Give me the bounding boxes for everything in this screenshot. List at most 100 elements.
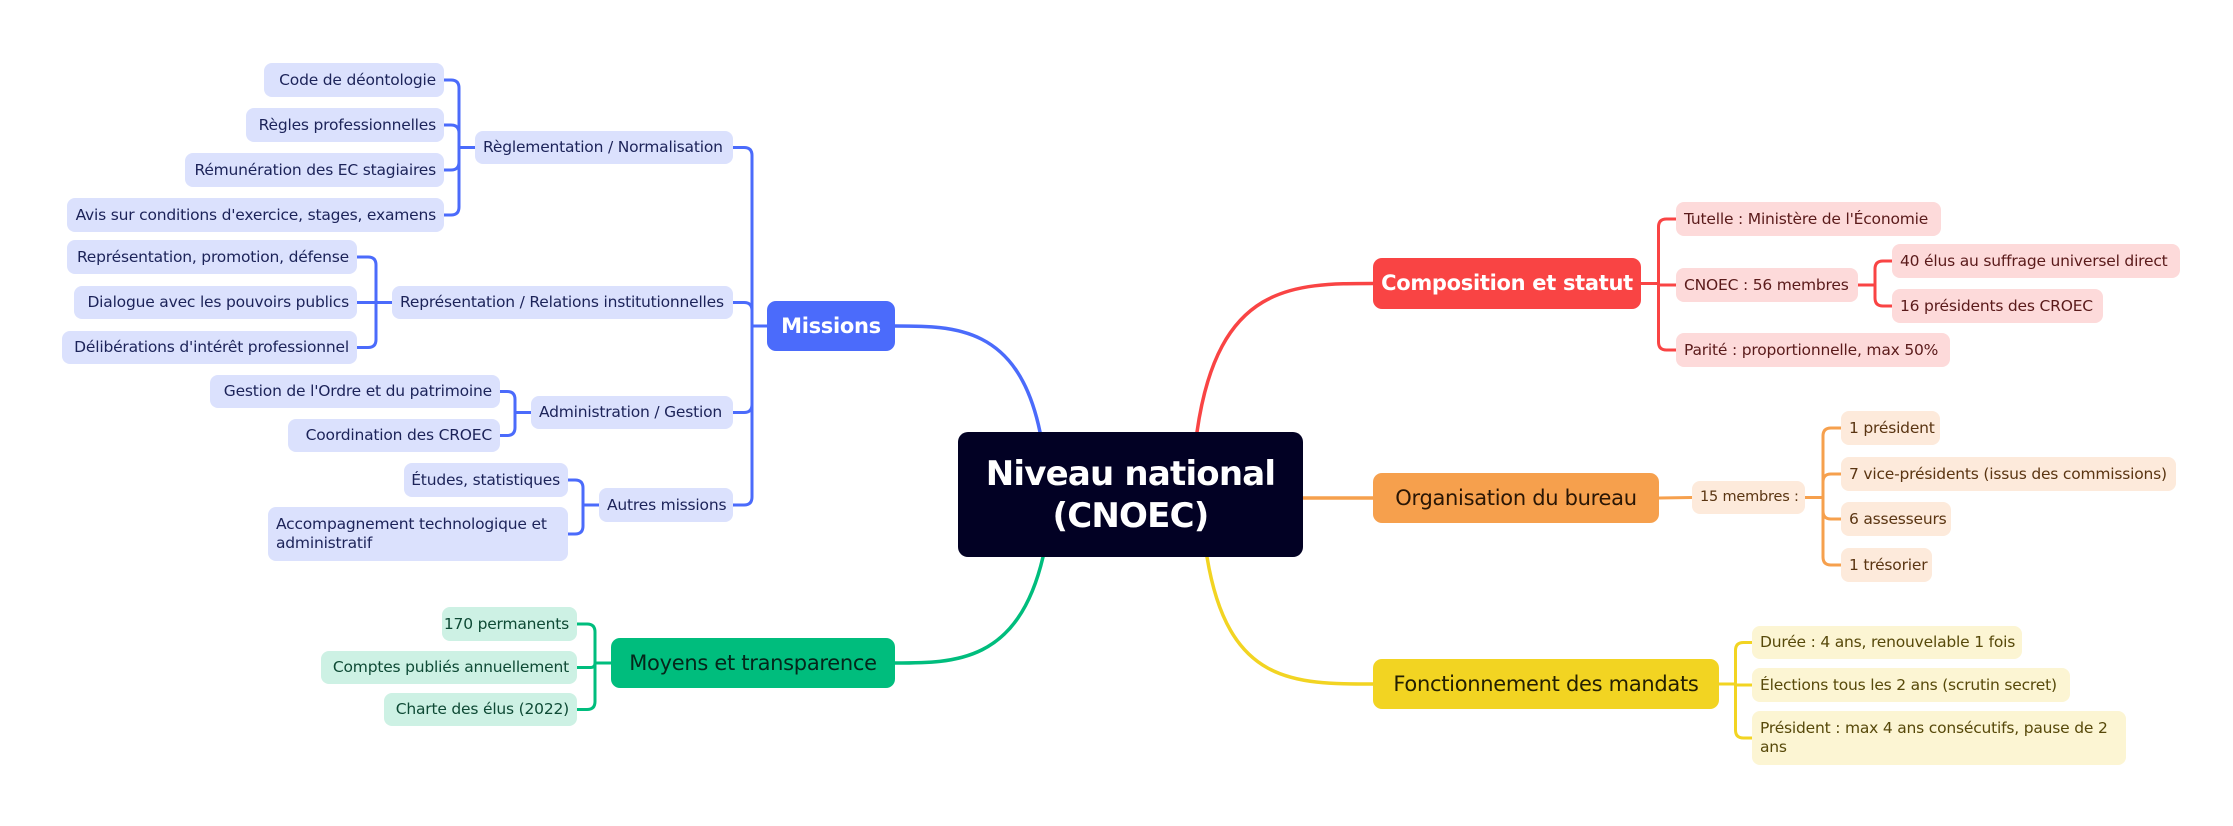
connector-n-org-m <box>1657 496 1694 500</box>
leaf-label: Comptes publiés annuellement <box>332 658 569 676</box>
topic-composition-statut[interactable]: Composition et statut <box>1373 258 1641 309</box>
leaf-dialogue-pouvoirs[interactable]: Dialogue avec les pouvoirs publics <box>74 286 357 319</box>
leaf-gestion-ordre[interactable]: Gestion de l'Ordre et du patrimoine <box>210 375 500 408</box>
leaf-permanents[interactable]: 170 permanents <box>442 607 577 641</box>
leaf-label: Accompagnement technologique et administ… <box>276 515 547 552</box>
connector-n-fon-3 <box>1717 682 1754 740</box>
leaf-label: Gestion de l'Ordre et du patrimoine <box>223 382 492 400</box>
connector-n-moy-3 <box>575 661 613 711</box>
leaf-etudes-statistiques[interactable]: Études, statistiques <box>404 463 568 497</box>
connector-n-aut-1 <box>566 478 601 507</box>
connector-n-rep-3 <box>355 301 394 349</box>
connector-n-aut-2 <box>566 503 601 536</box>
leaf-duree[interactable]: Durée : 4 ans, renouvelable 1 fois <box>1752 626 2022 659</box>
subtopic-label: Représentation / Relations institutionne… <box>400 293 724 311</box>
leaf-label: Avis sur conditions d'exercice, stages, … <box>75 205 437 224</box>
connector-n-rep <box>731 301 769 328</box>
subtopic-label: Autres missions <box>607 495 727 514</box>
branch-composition-line <box>1195 281 1375 434</box>
connector-n-adm-1 <box>498 390 533 414</box>
connector-n-adm <box>731 324 769 414</box>
leaf-elections[interactable]: Élections tous les 2 ans (scrutin secret… <box>1752 668 2070 702</box>
topic-missions-label: Missions <box>781 313 881 338</box>
central-topic[interactable]: Niveau national (CNOEC) <box>958 432 1303 557</box>
leaf-label: Élections tous les 2 ans (scrutin secret… <box>1760 675 2057 694</box>
branch-moyens-line <box>893 555 1045 665</box>
connector-n-comp-1 <box>1639 217 1678 285</box>
leaf-label: Charte des élus (2022) <box>395 700 569 718</box>
leaf-president[interactable]: 1 président <box>1841 411 1940 445</box>
topic-fonctionnement-mandats[interactable]: Fonctionnement des mandats <box>1373 659 1719 709</box>
leaf-label: Parité : proportionnelle, max 50% <box>1684 340 1939 359</box>
leaf-tutelle[interactable]: Tutelle : Ministère de l'Économie <box>1676 202 1941 236</box>
leaf-label: Président : max 4 ans consécutifs, pause… <box>1760 719 2108 756</box>
subtopic-representation[interactable]: Représentation / Relations institutionne… <box>392 286 733 319</box>
subtopic-cnoec-membres[interactable]: CNOEC : 56 membres <box>1676 268 1858 302</box>
leaf-president-mandat[interactable]: Président : max 4 ans consécutifs, pause… <box>1752 711 2126 765</box>
connector-n-rep-1 <box>355 255 394 304</box>
leaf-code-deontologie[interactable]: Code de déontologie <box>264 63 444 97</box>
leaf-representation-promotion[interactable]: Représentation, promotion, défense <box>67 240 357 274</box>
leaf-label: Règles professionnelles <box>258 115 437 134</box>
leaf-label: 7 vice-présidents (issus des commissions… <box>1849 464 2167 483</box>
topic-label: Moyens et transparence <box>629 650 877 675</box>
leaf-coordination-croec[interactable]: Coordination des CROEC <box>288 419 500 452</box>
leaf-vice-presidents[interactable]: 7 vice-présidents (issus des commissions… <box>1841 457 2176 491</box>
leaf-accompagnement[interactable]: Accompagnement technologique et administ… <box>268 507 568 561</box>
connector-n-org-2 <box>1803 472 1843 499</box>
connector-n-reg-1 <box>442 78 477 149</box>
leaf-label: 1 président <box>1849 418 1935 437</box>
connector-n-comp-3 <box>1639 282 1678 352</box>
leaf-label: Dialogue avec les pouvoirs publics <box>87 293 349 311</box>
connector-n-moy-1 <box>575 622 613 665</box>
connector-n-reg-4 <box>442 146 477 217</box>
topic-label: Organisation du bureau <box>1395 485 1637 510</box>
leaf-presidents-croec[interactable]: 16 présidents des CROEC <box>1892 289 2103 323</box>
topic-organisation-bureau[interactable]: Organisation du bureau <box>1373 473 1659 523</box>
connector-n-org-4 <box>1803 496 1843 567</box>
connector-n-comp-2b <box>1856 283 1894 308</box>
connector-n-fon-2 <box>1717 682 1754 687</box>
leaf-label: 1 trésorier <box>1849 555 1928 574</box>
connector-n-reg-2 <box>442 123 477 149</box>
subtopic-autres-missions[interactable]: Autres missions <box>599 488 733 522</box>
leaf-assesseurs[interactable]: 6 assesseurs <box>1841 502 1951 536</box>
leaf-label: Représentation, promotion, défense <box>76 247 349 266</box>
subtopic-administration[interactable]: Administration / Gestion <box>531 396 733 429</box>
topic-missions[interactable]: Missions <box>767 301 895 351</box>
leaf-label: Rémunération des EC stagiaires <box>194 160 436 179</box>
central-topic-line-1: Niveau national <box>985 453 1276 494</box>
connector-n-org-1 <box>1803 426 1843 499</box>
leaf-regles-professionnelles[interactable]: Règles professionnelles <box>246 108 444 142</box>
leaf-remuneration-stagiaires[interactable]: Rémunération des EC stagiaires <box>185 153 444 187</box>
leaf-tresorier[interactable]: 1 trésorier <box>1841 548 1932 582</box>
leaf-avis-conditions[interactable]: Avis sur conditions d'exercice, stages, … <box>67 198 444 232</box>
connector-n-moy-2 <box>575 661 613 669</box>
connector-n-aut <box>731 324 769 507</box>
subtopic-label: CNOEC : 56 membres <box>1684 275 1849 294</box>
subtopic-label: 15 membres : <box>1700 489 1799 505</box>
connector-n-reg-3 <box>442 146 477 172</box>
leaf-label: Études, statistiques <box>411 470 560 489</box>
leaf-label: 40 élus au suffrage universel direct <box>1900 251 2168 270</box>
connector-n-comp-2a <box>1856 259 1894 287</box>
topic-label: Fonctionnement des mandats <box>1393 671 1699 696</box>
leaf-deliberations[interactable]: Délibérations d'intérêt professionnel <box>62 331 357 364</box>
topic-moyens-transparence[interactable]: Moyens et transparence <box>611 638 895 688</box>
leaf-label: Coordination des CROEC <box>305 426 493 444</box>
leaf-comptes-publies[interactable]: Comptes publiés annuellement <box>321 651 577 684</box>
leaf-label: 16 présidents des CROEC <box>1900 296 2093 315</box>
subtopic-reglementation[interactable]: Règlementation / Normalisation <box>475 131 733 164</box>
branch-missions-line <box>893 324 1042 434</box>
leaf-parite[interactable]: Parité : proportionnelle, max 50% <box>1676 333 1950 367</box>
connector-n-fon-1 <box>1717 641 1754 686</box>
subtopic-15-membres[interactable]: 15 membres : <box>1692 481 1805 514</box>
leaf-label: 6 assesseurs <box>1849 509 1947 528</box>
leaf-elus-suffrage[interactable]: 40 élus au suffrage universel direct <box>1892 244 2180 278</box>
subtopic-label: Règlementation / Normalisation <box>483 138 723 156</box>
topic-label: Composition et statut <box>1381 271 1633 295</box>
leaf-label: 170 permanents <box>443 614 569 633</box>
branch-fonctionnement-line <box>1205 555 1375 686</box>
leaf-charte-elus[interactable]: Charte des élus (2022) <box>384 693 577 726</box>
subtopic-label: Administration / Gestion <box>539 403 723 421</box>
